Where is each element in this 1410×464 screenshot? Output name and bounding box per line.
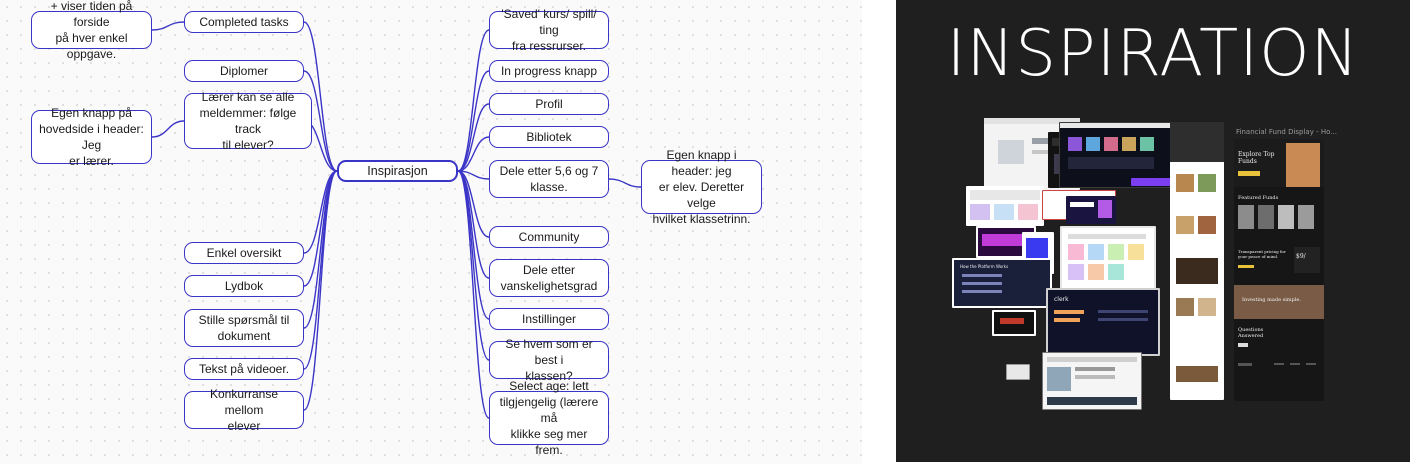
node-profil[interactable]: Profil: [489, 93, 609, 115]
node-enkel-oversikt[interactable]: Enkel oversikt: [184, 242, 304, 264]
inspiration-title: INSPIRATION: [946, 17, 1360, 91]
connector-left-7: [303, 170, 338, 411]
clerk-brand: clerk: [1054, 296, 1069, 303]
connector-left-0: [303, 21, 338, 172]
node-label: 'Saved' kurs/ spill/ ting fra ressrurser…: [501, 7, 597, 53]
node-label: Se hvem som er best i klassen?: [505, 337, 593, 383]
screenshot-tile[interactable]: [1066, 196, 1116, 224]
connector-right-8: [457, 170, 490, 361]
node-stille-sporsmal[interactable]: Stille spørsmål til dokument: [184, 309, 304, 347]
node-lydbok[interactable]: Lydbok: [184, 275, 304, 297]
node-label: Select age: lett tilgjengelig (lærere må…: [499, 379, 599, 457]
node-instillinger[interactable]: Instillinger: [489, 308, 609, 330]
node-label: Diplomer: [219, 64, 268, 78]
node-label: Lydbok: [224, 279, 264, 293]
screenshot-financial-fund[interactable]: Explore Top Funds Featured Funds Transpa…: [1234, 139, 1324, 401]
connector-left-6: [303, 170, 338, 370]
node-label: In progress knapp: [500, 64, 598, 78]
node-saved[interactable]: 'Saved' kurs/ spill/ ting fra ressrurser…: [489, 7, 609, 53]
featured-funds-label: Featured Funds: [1238, 195, 1279, 201]
slide-heading: How the Platform Works: [960, 264, 1009, 269]
connector-right-3: [457, 136, 490, 172]
pricing-text: Transparent pricing for your peace of mi…: [1238, 249, 1286, 259]
node-label: Lærer kan se alle meldemmer: følge track…: [199, 90, 297, 152]
node-label: Tekst på videoer.: [198, 362, 290, 376]
node-label: Bibliotek: [526, 130, 572, 144]
connector-right-5: [457, 170, 490, 238]
screenshot-slide-platform[interactable]: How the Platform Works: [952, 258, 1052, 308]
connector-left-3: [303, 170, 338, 254]
invest-banner: Investing made simple.: [1242, 297, 1301, 303]
node-egen-knapp-laerer[interactable]: Egen knapp på hovedside i header: Jeg er…: [31, 106, 152, 168]
node-se-hvem[interactable]: Se hvem som er best i klassen?: [489, 337, 609, 383]
node-egen-knapp-elev[interactable]: Egen knapp i header: jeg er elev. Derett…: [641, 148, 762, 226]
node-bibliotek[interactable]: Bibliotek: [489, 126, 609, 148]
node-tekst-videoer[interactable]: Tekst på videoer.: [184, 358, 304, 380]
node-label: Enkel oversikt: [206, 246, 282, 260]
mindmap-canvas[interactable]: Inspirasjon Completed tasks Diplomer Lær…: [0, 0, 862, 464]
node-label: Egen knapp på hovedside i header: Jeg er…: [39, 106, 144, 168]
connector-sub-egen-elev: [608, 178, 642, 188]
screenshot-tile[interactable]: [992, 310, 1036, 336]
screenshot-tile[interactable]: [966, 186, 1044, 226]
node-community[interactable]: Community: [489, 226, 609, 248]
screenshot-tile[interactable]: [1042, 352, 1142, 410]
node-label: Dele etter 5,6 og 7 klasse.: [499, 164, 599, 194]
screenshot-tile[interactable]: [1059, 122, 1173, 188]
connector-right-1: [457, 70, 490, 172]
node-label: Instillinger: [521, 312, 577, 326]
featured-page-title: Financial Fund Display - Ho...: [1236, 128, 1337, 136]
connector-right-4: [457, 170, 490, 180]
connector-sub-egen-laerer: [151, 120, 185, 138]
connector-layer: [151, 21, 642, 419]
node-label: Egen knapp i header: jeg er elev. Derett…: [652, 148, 751, 226]
node-dele-567[interactable]: Dele etter 5,6 og 7 klasse.: [489, 160, 609, 198]
screenshot-tile[interactable]: [1006, 364, 1030, 380]
node-select-age[interactable]: Select age: lett tilgjengelig (lærere må…: [489, 379, 609, 457]
connector-sub-viser: [151, 21, 185, 31]
node-label: Inspirasjon: [367, 164, 428, 178]
node-label: Stille spørsmål til dokument: [198, 313, 290, 343]
connector-right-0: [457, 29, 490, 172]
node-label: Completed tasks: [199, 15, 289, 29]
inspiration-board: INSPIRATION: [896, 0, 1410, 462]
hero-heading: Explore Top Funds: [1238, 151, 1275, 165]
node-label: + viser tiden på forside på hver enkel o…: [50, 0, 133, 61]
screenshot-tall-page[interactable]: [1170, 122, 1224, 400]
screenshot-clerk[interactable]: clerk: [1046, 288, 1160, 356]
node-inspirasjon[interactable]: Inspirasjon: [337, 160, 458, 182]
node-konkurranse[interactable]: Konkurranse mellom elever: [184, 387, 304, 433]
connector-right-2: [457, 103, 490, 172]
node-completed-tasks[interactable]: Completed tasks: [184, 11, 304, 33]
screenshot-tile[interactable]: [1060, 226, 1156, 292]
node-label: Dele etter vanskelighetsgrad: [500, 263, 598, 293]
screenshot-tile[interactable]: [1131, 178, 1171, 186]
node-label: Profil: [535, 97, 563, 111]
connector-left-1: [303, 70, 338, 172]
node-diplomer[interactable]: Diplomer: [184, 60, 304, 82]
node-laerer[interactable]: Lærer kan se alle meldemmer: følge track…: [184, 90, 312, 152]
node-viser-tiden[interactable]: + viser tiden på forside på hver enkel o…: [31, 0, 152, 61]
price-text: $9/: [1296, 253, 1306, 260]
node-label: Konkurranse mellom elever: [209, 387, 279, 433]
node-vanskelighetsgrad[interactable]: Dele etter vanskelighetsgrad: [489, 259, 609, 297]
node-label: Community: [518, 230, 580, 244]
questions-heading: Questions Answered: [1238, 327, 1264, 339]
connector-right-9: [457, 170, 490, 419]
node-in-progress[interactable]: In progress knapp: [489, 60, 609, 82]
